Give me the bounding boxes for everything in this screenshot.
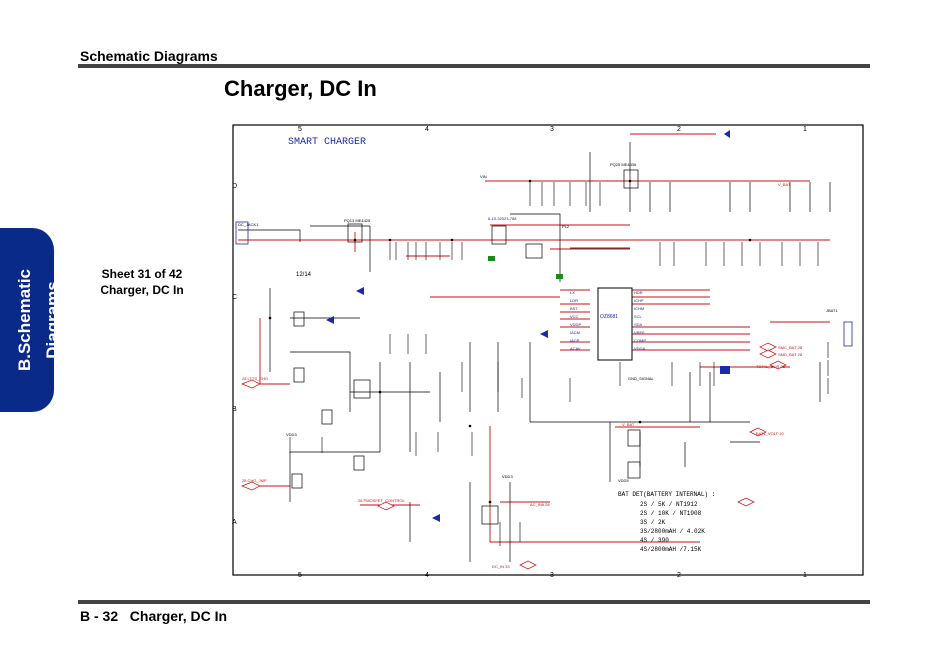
charger-ic: [597, 287, 633, 361]
section-header: Schematic Diagrams: [80, 48, 218, 64]
bat-table-row: 4S/2800mAH /7.15K: [640, 546, 702, 553]
label-pl2: PL2: [562, 224, 570, 229]
schematic-frame: [232, 124, 864, 576]
col-marker-bottom: 1: [803, 572, 807, 578]
label-smc: SMC_BAT 28: [778, 345, 803, 350]
test-points: [235, 221, 853, 374]
label-vbat-2: V_BAT: [622, 422, 635, 427]
svg-text:LX: LX: [570, 290, 575, 295]
footer-caption: Charger, DC In: [129, 608, 228, 624]
sheet-note: Sheet 31 of 42 Charger, DC In: [84, 266, 200, 298]
mosfet-symbols: [291, 169, 641, 525]
diode-symbols: [326, 130, 730, 522]
passive-components: [289, 182, 829, 546]
svg-text:VREF: VREF: [634, 330, 645, 335]
signal-wires: [238, 142, 831, 562]
label-gnd: GND_SIGNAL: [628, 376, 655, 381]
offpage-connectors: [241, 342, 787, 570]
label-vdd3-b: VDD3: [502, 474, 513, 479]
svg-text:SDA: SDA: [634, 322, 643, 327]
bat-table-row: 2S / 5K / NT1912: [640, 501, 698, 508]
component-labels: DC_JACK1 PQ13 ME4425 VIN PL2 PQ25 ME4435…: [238, 162, 838, 569]
label-date: 12/14: [296, 272, 312, 278]
bat-table-title: BAT DET(BATTERY INTERNAL) :: [618, 491, 715, 498]
ic-pin-labels: LX LDR BST VCC VDDP IACM IACP ACAV HDR ICHP ICH…: [570, 290, 646, 351]
svg-text:IACP: IACP: [570, 338, 580, 343]
side-tab: B.Schematic Diagrams: [0, 228, 62, 412]
label-vin: VIN: [480, 174, 487, 179]
bat-table-row: 2S / 10K / NT1908: [640, 510, 702, 517]
col-marker-top: 5: [298, 126, 302, 133]
label-dc-in: DC_IN 33: [492, 564, 510, 569]
col-marker-top: 4: [425, 126, 429, 133]
schematic-heading: SMART CHARGER: [288, 137, 366, 148]
bat-table-row: 3S/2800mAH / 4.02K: [640, 528, 705, 535]
label-bat-volt: BAT1_VOLT 10: [756, 431, 784, 436]
label-pd13: PQ13 ME4425: [344, 218, 371, 223]
svg-text:BST: BST: [570, 306, 578, 311]
side-tab-label: B.Schematic Diagrams: [15, 268, 62, 372]
svg-text:VDDP: VDDP: [570, 322, 581, 327]
label-vdd3: VDD3: [286, 432, 297, 437]
svg-text:ICHM: ICHM: [634, 306, 644, 311]
label-smd: SMD_BAT 28: [778, 352, 803, 357]
col-marker-top: 3: [550, 126, 554, 133]
footer: B - 32 Charger, DC In: [80, 608, 227, 624]
row-marker: A: [232, 519, 237, 526]
bat-det-table: BAT DET(BATTERY INTERNAL) : 2S / 5K / NT…: [618, 491, 715, 553]
svg-text:HDR: HDR: [634, 290, 643, 295]
label-vdd5: VDD5: [618, 478, 629, 483]
label-vbat: V_BAT: [778, 182, 791, 187]
col-marker-bottom: 4: [425, 572, 429, 578]
charger-ic-label: OZ8681: [600, 314, 618, 320]
label-pn: 6-15-32023-788: [488, 216, 517, 221]
row-marker: D: [232, 183, 237, 190]
schematic-svg: 5 4 3 2 1 5 4 3 2 1 D C B A SMART CHARGE…: [232, 124, 864, 579]
bat-table-row: 3S / 2K: [640, 519, 666, 526]
label-ac-in: AC_IN# 28: [530, 502, 550, 507]
row-marker: B: [232, 406, 237, 413]
footer-page-number: B - 32: [80, 608, 119, 624]
label-lts-chg: 28 LTTS_CHG: [242, 376, 268, 381]
bat-table-row: 4S / 390: [640, 537, 669, 544]
col-marker-top: 1: [803, 126, 807, 133]
svg-text:VDDA: VDDA: [634, 346, 645, 351]
col-marker-top: 2: [677, 126, 681, 133]
col-marker-bottom: 5: [298, 572, 302, 578]
sheet-name: Charger, DC In: [100, 283, 184, 297]
junction-dots: [268, 179, 752, 504]
label-jack: DC_JACK1: [238, 222, 259, 227]
label-jbat: JBAT1: [826, 308, 838, 313]
header-rule: [78, 64, 870, 68]
svg-text:ICHP: ICHP: [634, 298, 644, 303]
label-chg-jmp: 28 CHG_JMP: [242, 478, 267, 483]
svg-text:VCC: VCC: [570, 314, 579, 319]
row-markers: D C B A: [232, 183, 237, 526]
col-marker-bottom: 2: [677, 572, 681, 578]
svg-text:COMP: COMP: [634, 338, 646, 343]
column-markers: 5 4 3 2 1 5 4 3 2 1: [298, 126, 807, 579]
label-pmosfet: 28 PMOSFET_CONTROL: [358, 498, 405, 503]
footer-rule: [78, 600, 870, 604]
svg-text:ACAV: ACAV: [570, 346, 581, 351]
svg-text:IACM: IACM: [570, 330, 580, 335]
schematic-diagram: 5 4 3 2 1 5 4 3 2 1 D C B A SMART CHARGE…: [230, 122, 866, 579]
sheet-number: Sheet 31 of 42: [101, 267, 183, 281]
svg-text:LDR: LDR: [570, 298, 578, 303]
col-marker-bottom: 3: [550, 572, 554, 578]
svg-text:SCL: SCL: [634, 314, 643, 319]
label-pq-top: PQ25 ME4435: [610, 162, 637, 167]
label-total-cur: TOTAL_CUR 28: [756, 364, 786, 369]
page-title: Charger, DC In: [224, 76, 377, 101]
row-marker: C: [232, 294, 237, 301]
